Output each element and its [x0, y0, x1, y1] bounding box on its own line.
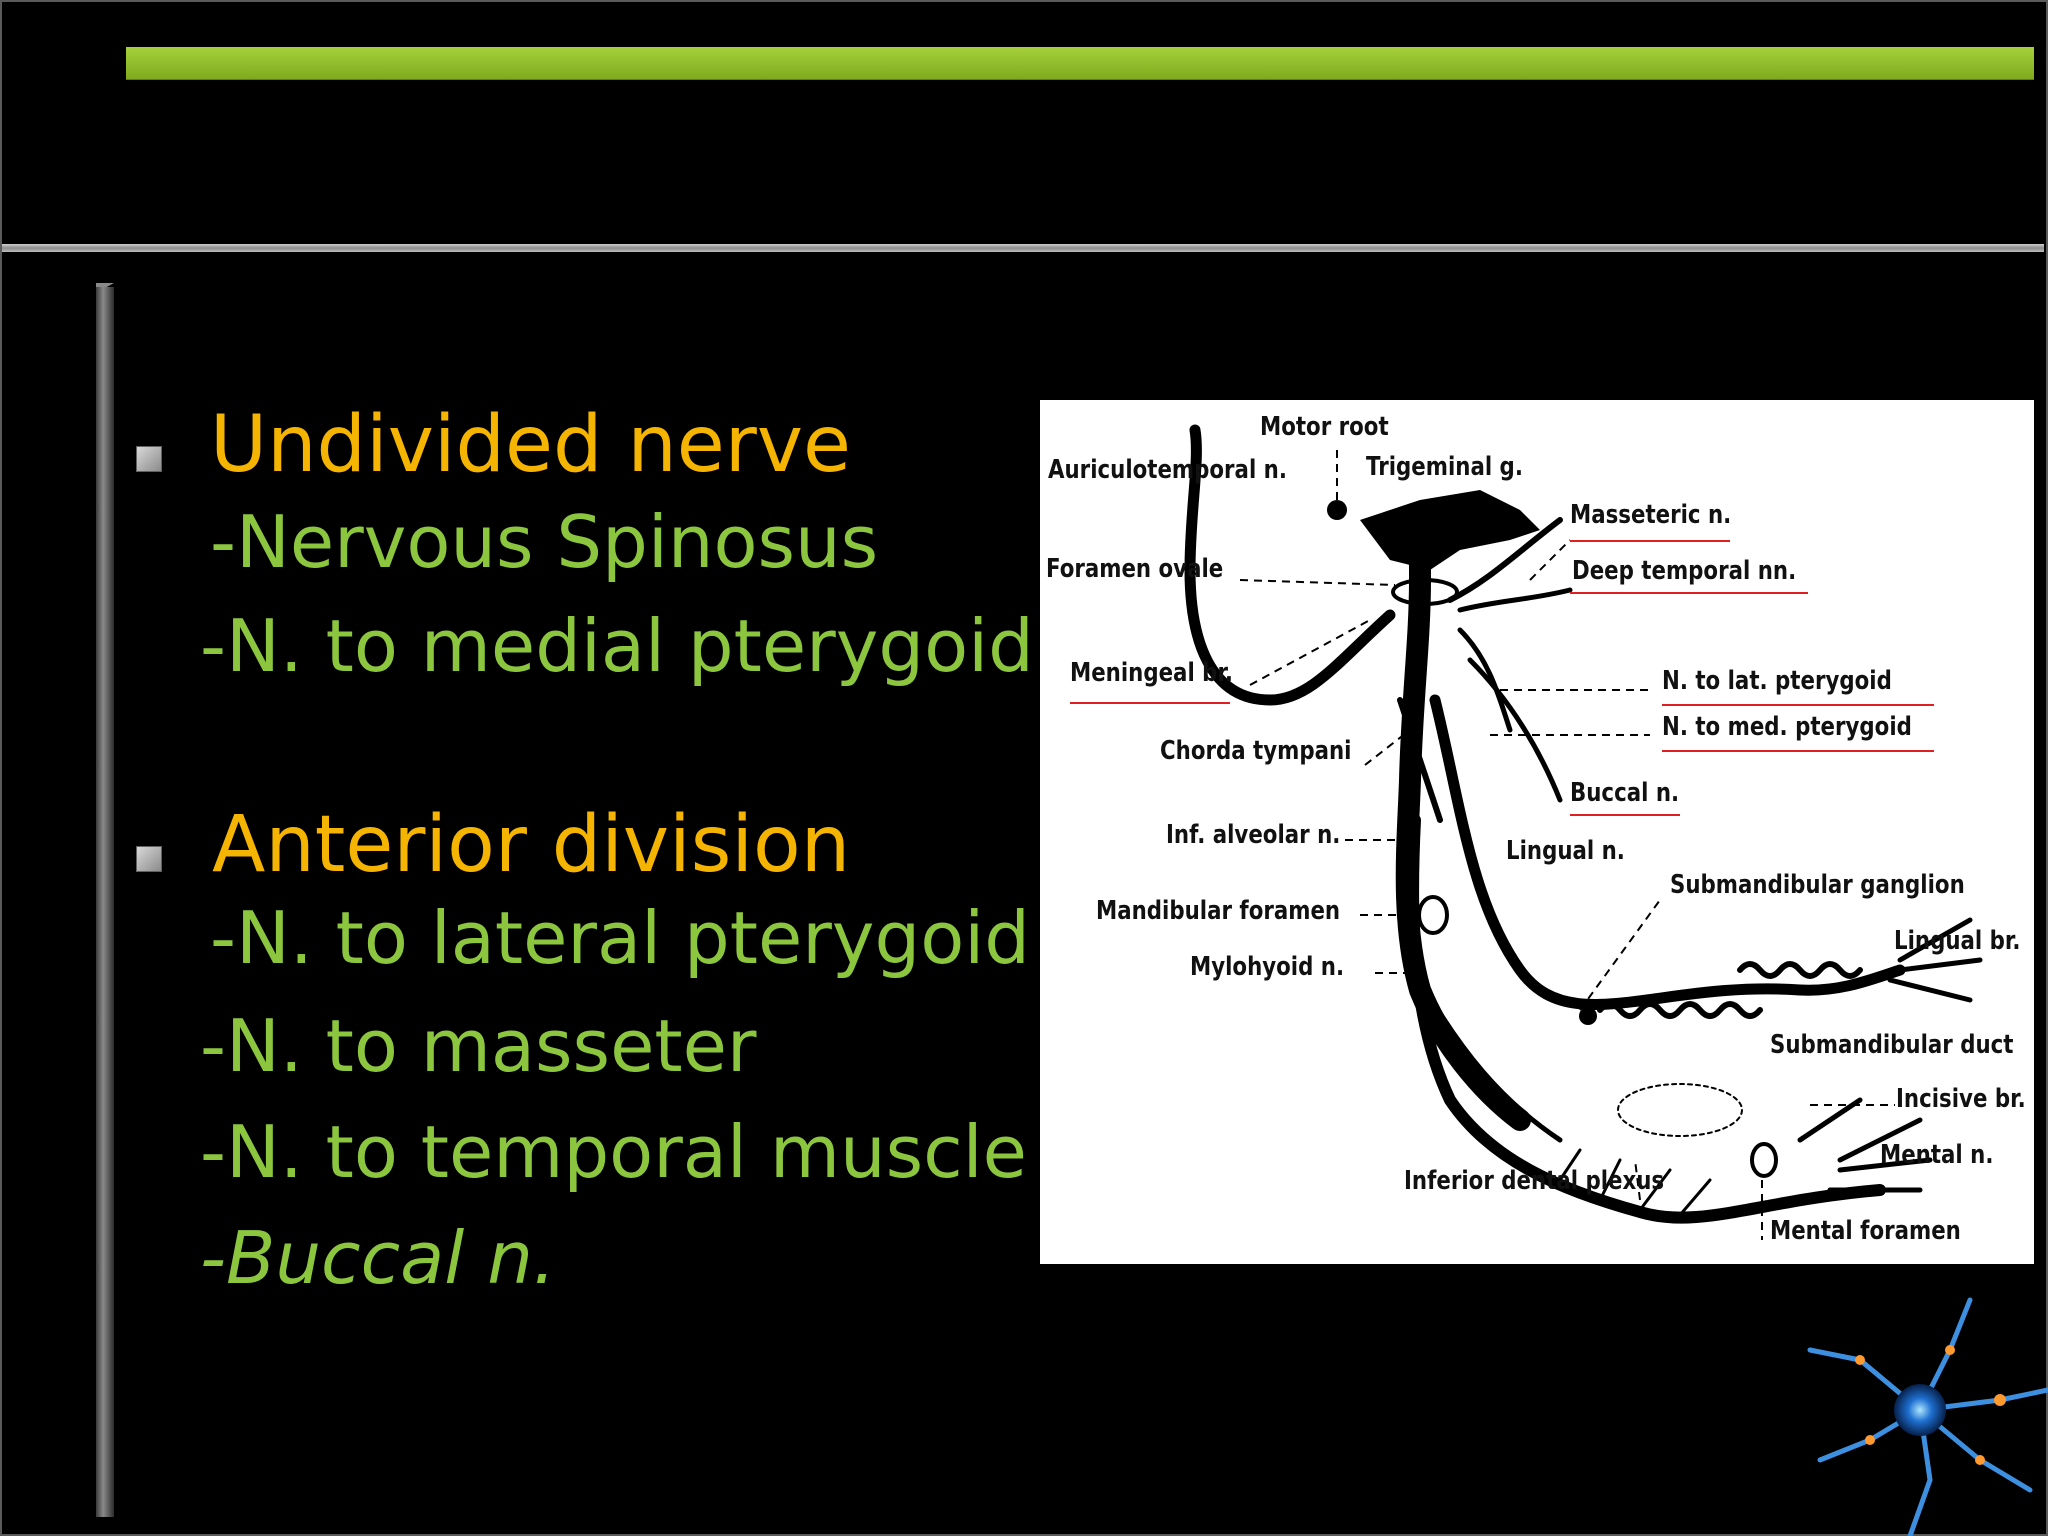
underline-lat-pterygoid	[1662, 704, 1934, 706]
label-foramen-ovale: Foramen ovale	[1046, 554, 1224, 584]
square-bullet-icon	[136, 446, 162, 472]
mandibular-nerve-diagram: Motor root Auriculotemporal n. Trigemina…	[1040, 400, 2034, 1264]
label-lingual-br: Lingual br.	[1894, 926, 2021, 956]
label-trigeminal: Trigeminal g.	[1366, 452, 1523, 482]
label-mandibular-foramen: Mandibular foramen	[1096, 896, 1341, 926]
bullet-item: -Buccal n.	[200, 1216, 556, 1300]
label-incisive: Incisive br.	[1896, 1084, 2026, 1114]
label-lat-pterygoid: N. to lat. pterygoid	[1662, 666, 1892, 696]
underline-masseteric	[1570, 540, 1730, 542]
label-motor-root: Motor root	[1260, 412, 1389, 442]
underline-deep-temporal	[1570, 592, 1808, 594]
underline-buccal	[1570, 814, 1680, 816]
label-masseteric: Masseteric n.	[1570, 500, 1732, 530]
neuron-icon	[1807, 1297, 2048, 1536]
title-accent-bar	[126, 47, 2034, 80]
label-inferior-dental-plexus: Inferior dental plexus	[1404, 1166, 1665, 1196]
title-divider	[2, 244, 2044, 252]
label-submandibular-ganglion: Submandibular ganglion	[1670, 870, 1965, 900]
bullet-item: -Nervous Spinosus	[210, 500, 879, 584]
label-mylohyoid: Mylohyoid n.	[1190, 952, 1345, 982]
bullet-item: -N. to masseter	[200, 1004, 757, 1088]
label-deep-temporal: Deep temporal nn.	[1572, 556, 1797, 586]
label-inf-alveolar: Inf. alveolar n.	[1166, 820, 1341, 850]
label-med-pterygoid: N. to med. pterygoid	[1662, 712, 1912, 742]
underline-meningeal	[1070, 702, 1230, 704]
label-submandibular-duct: Submandibular duct	[1770, 1030, 2014, 1060]
label-mental-foramen: Mental foramen	[1770, 1216, 1961, 1246]
label-buccal: Buccal n.	[1570, 778, 1680, 808]
square-bullet-icon	[136, 846, 162, 872]
bullet-item: -N. to temporal muscle	[200, 1110, 1027, 1194]
label-lingual: Lingual n.	[1506, 836, 1625, 866]
nerve-drawing	[1184, 424, 1983, 1240]
bullet-heading-undivided: Undivided nerve	[210, 400, 851, 490]
label-meningeal: Meningeal br.	[1070, 658, 1234, 688]
bullet-heading-anterior: Anterior division	[212, 800, 851, 890]
bullet-item: -N. to medial pterygoid	[200, 604, 1034, 688]
bullet-item: -N. to lateral pterygoid	[210, 896, 1030, 980]
label-auriculotemporal: Auriculotemporal n.	[1048, 455, 1287, 485]
label-mental-n: Mental n.	[1880, 1140, 1994, 1170]
sidebar-bar	[96, 287, 114, 1517]
label-chorda-tympani: Chorda tympani	[1160, 736, 1352, 766]
underline-med-pterygoid	[1662, 750, 1934, 752]
